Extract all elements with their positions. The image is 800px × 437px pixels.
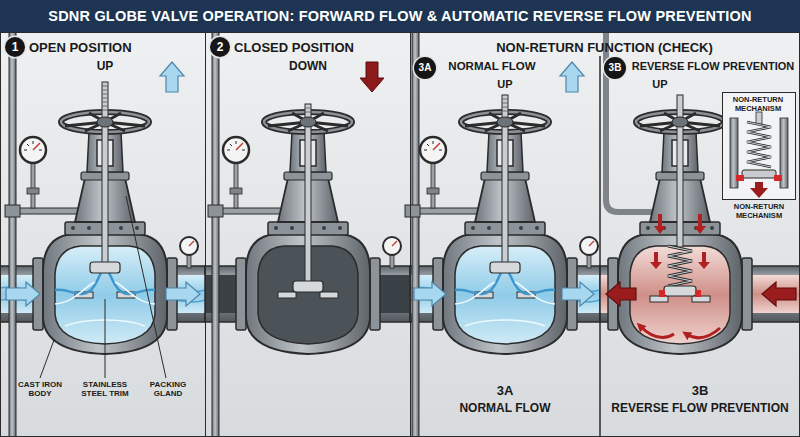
leader-line	[40, 196, 166, 378]
panel-heading: OPEN POSITION	[29, 40, 199, 56]
reverse-flow-internals	[630, 95, 730, 344]
non-return-inset-drawing	[742, 170, 776, 178]
open-valve-internals	[102, 86, 108, 110]
direction-label: DOWN	[278, 60, 338, 74]
panel-band: OPEN POSITION1	[0, 32, 206, 437]
panel-heading: CLOSED POSITION	[234, 40, 404, 56]
callout-number: 1	[5, 37, 25, 57]
leader-line	[105, 299, 106, 378]
direction-arrow	[560, 62, 584, 92]
non-return-inset-drawing	[722, 92, 796, 200]
direction-arrow	[160, 62, 184, 92]
flow-arrow	[762, 282, 796, 306]
caption-label: REVERSE FLOW PREVENTION	[605, 402, 795, 416]
reverse-flow-internals	[654, 214, 666, 234]
step-circle: 3A	[414, 57, 436, 79]
reverse-flow-internals	[640, 326, 674, 338]
closed-valve-internals	[258, 104, 358, 344]
reverse-flow-internals	[672, 117, 688, 127]
inset-heading: NON-RETURN MECHANISM	[723, 95, 794, 113]
flow-arrow	[6, 282, 40, 306]
part-label: CAST IRON BODY	[12, 380, 68, 398]
reverse-flow-internals	[650, 252, 662, 269]
open-valve-internals	[102, 82, 108, 264]
panel-divider	[599, 56, 601, 437]
part-label: STAINLESS STEEL TRIM	[75, 380, 135, 398]
normal-flow-internals	[497, 117, 513, 127]
closed-valve-internals	[293, 281, 323, 292]
normal-flow-internals	[455, 95, 555, 344]
leader-line	[40, 340, 54, 378]
step-circle: 2	[210, 37, 230, 57]
panel-heading: NON-RETURN FUNCTION (CHECK)	[411, 40, 798, 56]
vertical-pipe	[9, 32, 16, 437]
closed-valve-internals	[300, 117, 316, 127]
vertical-pipe	[412, 32, 419, 437]
part-label: NON-RETURN MECHANISM	[721, 203, 797, 220]
open-valve-internals	[90, 262, 120, 273]
leader-line	[126, 196, 166, 378]
part-label: PACKING GLAND	[139, 380, 197, 398]
vertical-pipe	[212, 32, 219, 437]
direction-label: UP	[85, 60, 125, 74]
sub-heading: NORMAL FLOW	[442, 60, 542, 73]
title-band: SDNR GLOBE VALVE OPERATION: FORWARD FLOW…	[0, 0, 800, 32]
non-return-inset-drawing	[774, 175, 782, 181]
reverse-flow-internals	[630, 246, 730, 344]
reverse-flow-internals	[698, 252, 710, 269]
callout-number: 3B	[680, 384, 720, 399]
non-return-inset-drawing	[722, 92, 796, 200]
direction-arrow	[360, 62, 384, 92]
panel-band: CLOSED POSITION2	[205, 32, 411, 437]
inset-box: NON-RETURN MECHANISM	[722, 92, 796, 200]
non-return-inset-drawing	[750, 182, 768, 198]
non-return-inset-drawing	[747, 122, 771, 167]
caption-label: NORMAL FLOW	[430, 402, 580, 416]
normal-flow-internals	[455, 282, 555, 326]
closed-valve-internals	[278, 292, 296, 298]
flow-arrow	[606, 282, 636, 306]
closed-valve-internals	[305, 108, 311, 112]
reverse-flow-internals	[659, 290, 665, 297]
non-return-inset-drawing	[747, 122, 771, 167]
flow-arrow	[414, 282, 446, 306]
callout-number: 2	[210, 37, 230, 57]
reverse-flow-internals	[694, 214, 706, 234]
callout-number: 3A	[485, 384, 525, 399]
reverse-flow-internals	[686, 328, 720, 338]
panel-background	[0, 32, 800, 437]
closed-valve-internals	[305, 104, 311, 282]
reverse-flow-internals	[668, 246, 692, 286]
normal-flow-internals	[502, 99, 508, 111]
callout-number: 3A	[414, 57, 436, 79]
step-circle: 1	[5, 37, 25, 57]
normal-flow-internals	[490, 262, 520, 273]
reverse-flow-internals	[668, 246, 692, 286]
direction-label: UP	[485, 78, 525, 91]
flow-arrow	[562, 282, 594, 306]
open-valve-internals	[97, 117, 113, 127]
reverse-flow-internals	[664, 286, 696, 296]
callout-number: 3B	[604, 57, 626, 79]
non-return-inset-drawing	[736, 175, 744, 181]
flow-arrow	[166, 282, 200, 306]
non-return-inset-drawing	[756, 112, 762, 124]
sub-heading: REVERSE FLOW PREVENTION	[627, 60, 799, 73]
step-circle: 3B	[604, 57, 626, 79]
closed-valve-internals	[320, 292, 338, 298]
panel-band: NON-RETURN FUNCTION (CHECK)3A3BNON-RETUR…	[410, 32, 800, 437]
flow-arrow	[6, 282, 796, 306]
direction-label: UP	[640, 78, 680, 91]
reverse-flow-internals	[695, 290, 701, 297]
